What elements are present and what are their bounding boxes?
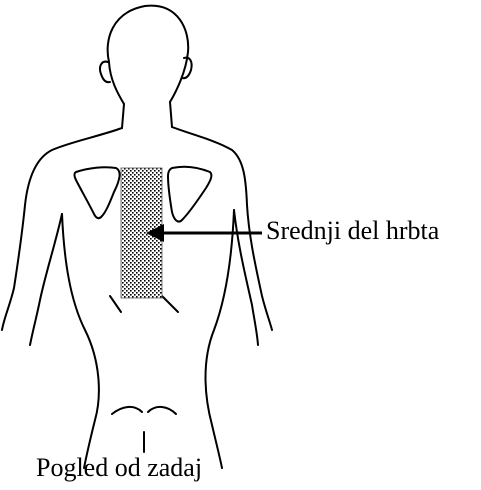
- right-torso-side: [206, 210, 235, 468]
- right-shoulder-blade: [168, 167, 211, 222]
- lower-back-right-mark: [162, 296, 178, 312]
- right-shoulder: [172, 127, 272, 330]
- lower-back-left-mark: [110, 296, 121, 312]
- view-caption: Pogled od zadaj: [36, 455, 202, 481]
- buttock-crease-left: [112, 407, 142, 414]
- mid-back-label: Srednji del hrbta: [266, 218, 439, 244]
- left-torso-side: [62, 214, 99, 468]
- neck-left: [122, 104, 124, 128]
- neck-right: [170, 102, 172, 127]
- pointer-arrow: [146, 224, 262, 242]
- head-outline: [108, 6, 189, 102]
- buttock-crease-right: [148, 407, 176, 414]
- left-arm-inner: [30, 214, 62, 345]
- head-outline-left: [109, 62, 124, 104]
- right-arm-inner: [234, 210, 258, 345]
- left-shoulder-blade: [75, 167, 120, 218]
